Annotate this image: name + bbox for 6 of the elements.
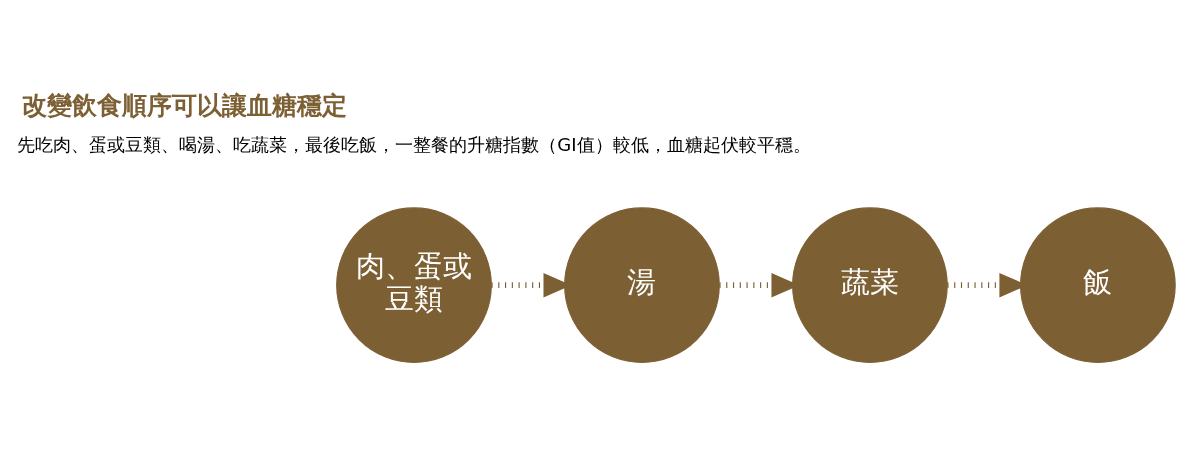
label: 先吃肉、蛋或豆類、喝湯、吃蔬菜，最後吃飯，一整餐的升糖指數（GI值）較低，血糖起伏較平穩。 [17,133,811,155]
node-circle: 肉、蛋或豆類 [336,206,492,363]
node-circle: 湯 [564,206,720,363]
node-circle: 蔬菜 [792,206,948,363]
diagram-title: 改變飲食順序可以讓血糖穩定 [21,90,347,120]
node-circle: 飯 [1020,206,1176,363]
